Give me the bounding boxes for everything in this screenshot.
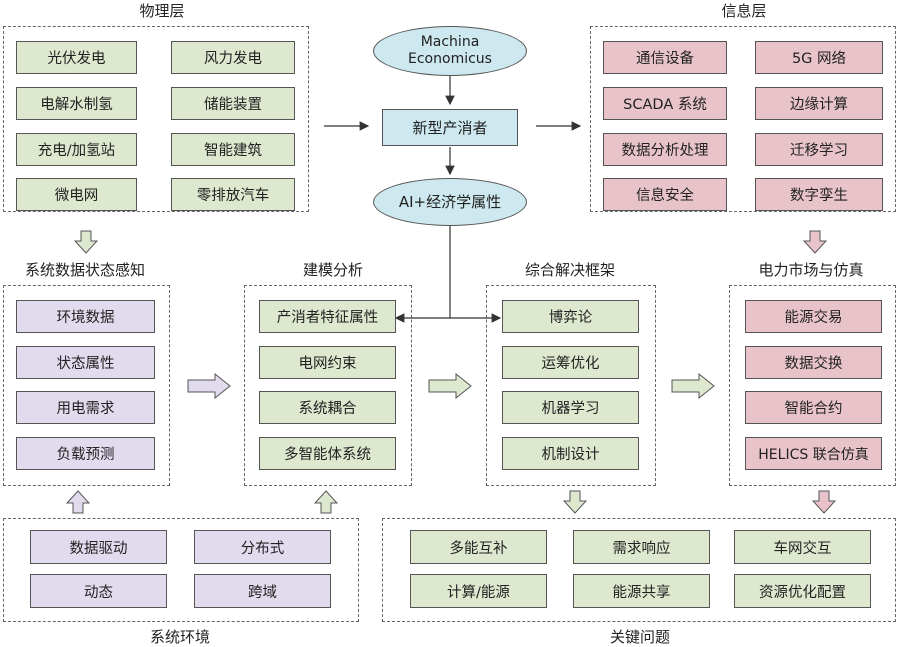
information-item: 迁移学习 [755, 133, 883, 166]
perception-panel [3, 285, 170, 486]
right-arrow-icon [428, 373, 472, 399]
environment-item: 分布式 [194, 530, 331, 564]
framework-item: 机器学习 [502, 391, 639, 424]
machina-line1: Machina [420, 34, 480, 50]
up-arrow-icon [314, 490, 338, 514]
information-item: 数字孪生 [755, 178, 883, 211]
title-modeling: 建模分析 [302, 261, 363, 279]
environment-item: 跨域 [194, 574, 331, 608]
key-issue-item: 需求响应 [573, 530, 710, 564]
key-issue-item: 车网交互 [734, 530, 871, 564]
framework-item: 机制设计 [502, 437, 639, 470]
machina-line2: Economicus [408, 51, 492, 67]
environment-panel [3, 518, 359, 622]
down-arrow-icon [812, 490, 836, 514]
market-item: 能源交易 [745, 300, 882, 333]
physical-item: 智能建筑 [171, 133, 295, 166]
perception-item: 状态属性 [16, 346, 155, 379]
market-item: 数据交换 [745, 346, 882, 379]
physical-item: 充电/加氢站 [16, 133, 137, 166]
market-panel [729, 285, 896, 486]
framework-item: 运筹优化 [502, 346, 639, 379]
physical-item: 零排放汽车 [171, 178, 295, 211]
machina-economicus-ellipse: Machina Economicus [373, 26, 527, 76]
title-physical-layer: 物理层 [139, 2, 185, 20]
right-arrow-icon [187, 373, 231, 399]
title-perception: 系统数据状态感知 [24, 261, 145, 279]
framework-panel [486, 285, 656, 486]
market-item: 智能合约 [745, 391, 882, 424]
perception-item: 负载预测 [16, 437, 155, 470]
key-issue-item: 能源共享 [573, 574, 710, 608]
information-item: 5G 网络 [755, 41, 883, 74]
down-arrow-icon [803, 230, 827, 254]
modeling-item: 产消者特征属性 [259, 300, 396, 333]
down-arrow-icon [563, 490, 587, 514]
title-framework: 综合解决框架 [524, 261, 615, 279]
key-issue-item: 计算/能源 [410, 574, 547, 608]
key-issue-item: 多能互补 [410, 530, 547, 564]
physical-item: 光伏发电 [16, 41, 137, 74]
physical-item: 电解水制氢 [16, 87, 137, 120]
physical-item: 储能装置 [171, 87, 295, 120]
title-key-issues: 关键问题 [609, 628, 670, 646]
market-item: HELICS 联合仿真 [745, 437, 882, 470]
information-item: 通信设备 [603, 41, 727, 74]
ai-economics-ellipse: AI+经济学属性 [373, 178, 527, 226]
information-item: 信息安全 [603, 178, 727, 211]
down-arrow-icon [74, 230, 98, 254]
title-environment: 系统环境 [149, 628, 210, 646]
modeling-item: 系统耦合 [259, 391, 396, 424]
physical-layer-panel [3, 26, 309, 212]
title-market: 电力市场与仿真 [758, 261, 864, 279]
information-item: SCADA 系统 [603, 87, 727, 120]
prosumer-box: 新型产消者 [382, 109, 518, 146]
information-layer-panel [590, 26, 896, 212]
framework-item: 博弈论 [502, 300, 639, 333]
key-issues-panel [382, 518, 896, 622]
physical-item: 风力发电 [171, 41, 295, 74]
physical-item: 微电网 [16, 178, 137, 211]
modeling-item: 多智能体系统 [259, 437, 396, 470]
information-item: 边缘计算 [755, 87, 883, 120]
up-arrow-icon [66, 490, 90, 514]
modeling-item: 电网约束 [259, 346, 396, 379]
right-arrow-icon [671, 373, 715, 399]
modeling-panel [244, 285, 412, 486]
perception-item: 环境数据 [16, 300, 155, 333]
title-information-layer: 信息层 [721, 2, 767, 20]
key-issue-item: 资源优化配置 [734, 574, 871, 608]
environment-item: 数据驱动 [30, 530, 167, 564]
information-item: 数据分析处理 [603, 133, 727, 166]
perception-item: 用电需求 [16, 391, 155, 424]
environment-item: 动态 [30, 574, 167, 608]
